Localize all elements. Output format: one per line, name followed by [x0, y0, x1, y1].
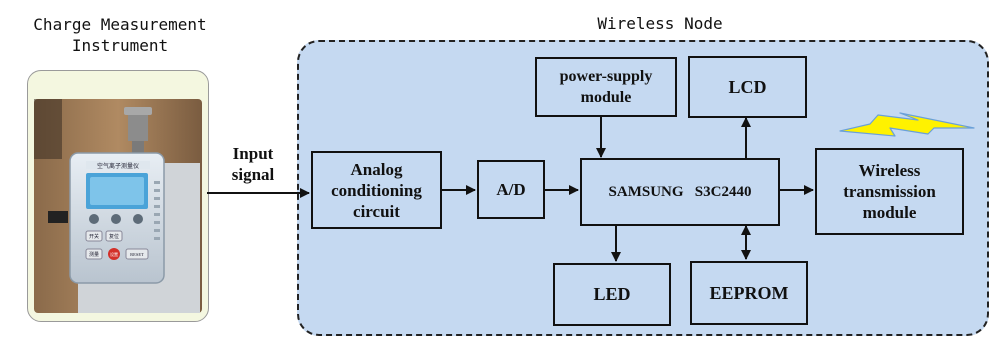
- eeprom-block-label: EEPROM: [709, 282, 789, 303]
- instrument-device-illustration: 空气离子测量仪 开关 复位 测量 设置 RESET: [34, 99, 202, 313]
- device-screen-title: 空气离子测量仪: [97, 162, 139, 170]
- analog-conditioning-block: Analog conditioning circuit: [311, 151, 442, 229]
- eeprom-block: EEPROM: [690, 261, 808, 325]
- device-button-label-3: 测量: [89, 251, 99, 258]
- device-button-label-4: 设置: [110, 251, 118, 257]
- ad-converter-block: A/D: [477, 160, 545, 219]
- instrument-title: Charge Measurement Instrument: [0, 14, 240, 56]
- ad-block-label: A/D: [496, 179, 526, 199]
- instrument-photo: 空气离子测量仪 开关 复位 测量 设置 RESET: [27, 70, 209, 322]
- power-block-line1: power-supply: [559, 68, 653, 85]
- input-signal-label-line2: signal: [231, 165, 275, 184]
- samsung-block-label: SAMSUNG S3C2440: [608, 183, 752, 200]
- device-button-label-5: RESET: [130, 252, 144, 257]
- power-supply-block: power-supply module: [535, 57, 677, 117]
- device-button-label-2: 复位: [109, 233, 119, 240]
- instrument-title-line2: Instrument: [71, 36, 169, 55]
- samsung-processor-block: SAMSUNG S3C2440: [580, 158, 780, 226]
- lightning-bolt-icon: [839, 112, 975, 137]
- device-button-label-1: 开关: [89, 233, 99, 240]
- wireless-transmission-block: Wireless transmission module: [815, 148, 964, 235]
- instrument-title-line1: Charge Measurement: [33, 15, 207, 34]
- led-block-label: LED: [593, 284, 631, 304]
- led-block: LED: [553, 263, 671, 326]
- analog-block-line2: conditioning: [331, 180, 422, 200]
- analog-block-line3: circuit: [353, 201, 400, 221]
- wireless-block-line3: module: [862, 203, 917, 222]
- power-block-line2: module: [580, 89, 632, 106]
- wireless-block-line2: transmission: [843, 182, 936, 201]
- input-signal-label-line1: Input: [232, 144, 274, 163]
- analog-block-line1: Analog: [350, 159, 403, 179]
- wireless-node-title: Wireless Node: [597, 14, 723, 33]
- wireless-block-line1: Wireless: [858, 161, 921, 180]
- lcd-block-label: LCD: [728, 76, 767, 97]
- input-signal-label: Input signal: [218, 143, 288, 185]
- lcd-block: LCD: [688, 56, 807, 118]
